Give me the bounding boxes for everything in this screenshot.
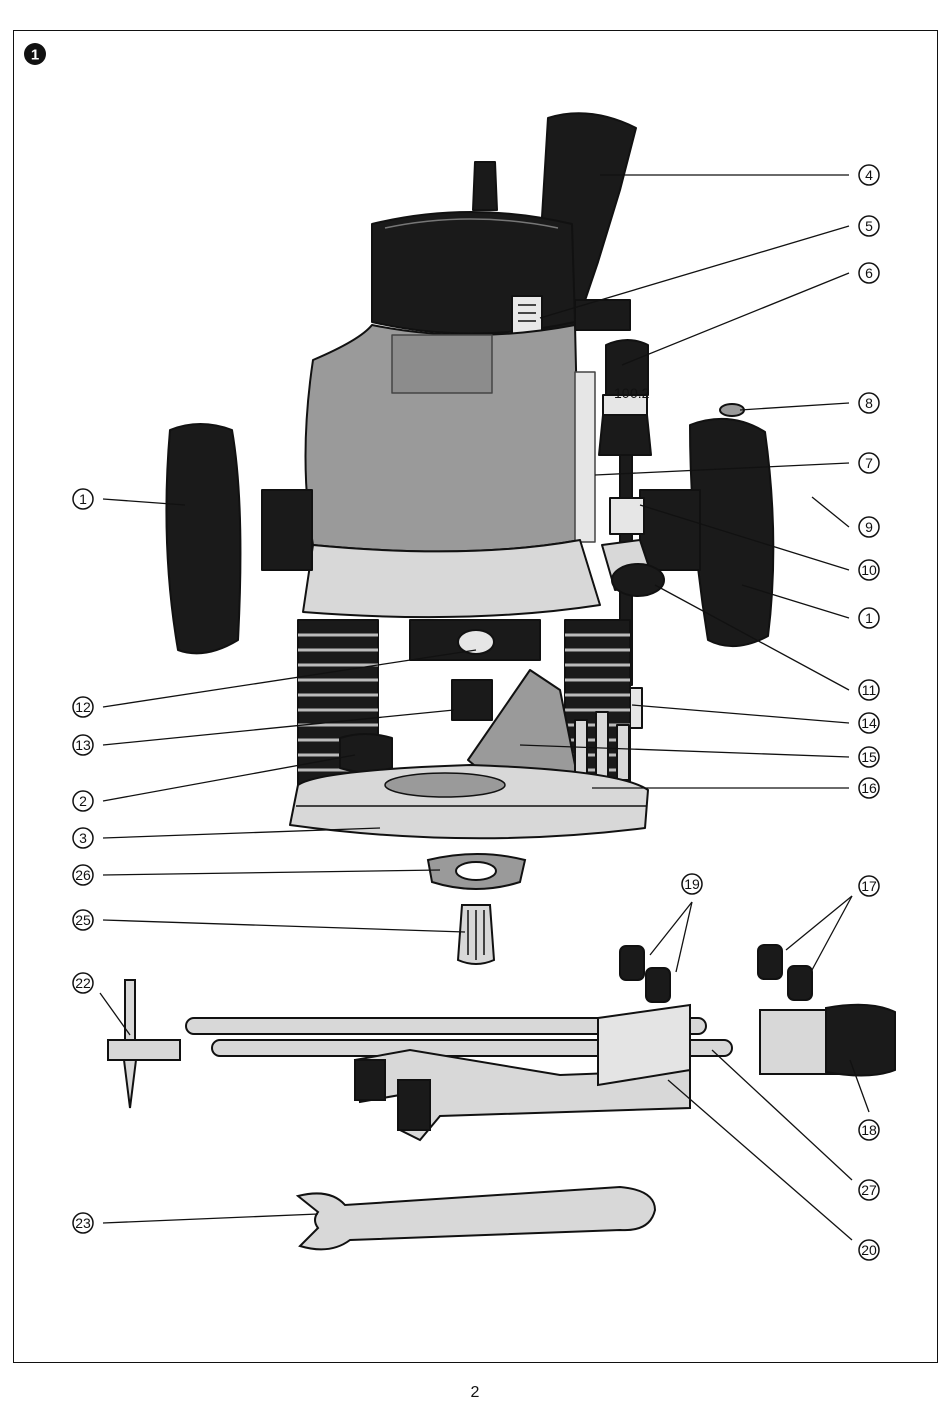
callout-number: 3 [79,830,87,846]
callout-c4: 4 [600,165,879,185]
spindle-cap [473,162,497,210]
callout-leader [812,896,852,970]
callout-number: 2 [79,793,87,809]
callout-number: 1 [865,610,873,626]
figure-number-badge: 1 [24,43,46,65]
callout-number: 20 [861,1242,877,1258]
callout-number: 8 [865,395,873,411]
callout-leader [786,896,852,950]
callout-number: 27 [861,1182,877,1198]
template-guide [428,854,525,889]
callout-leader [103,920,465,932]
callout-number: 17 [861,878,877,894]
open-end-wrench [298,1187,655,1249]
callout-number: 4 [865,167,873,183]
callout-number: 13 [75,737,91,753]
handle-right [690,419,773,646]
centering-tip [108,980,180,1108]
callout-number: 6 [865,265,873,281]
lower-housing-band [303,540,600,617]
callout-c14: 14 [632,705,879,733]
adjusting-wheel [760,1005,895,1076]
callout-number: 5 [865,218,873,234]
callout-leader [103,828,380,838]
callout-number: 16 [861,780,877,796]
wing-bolts [620,946,670,1002]
callout-number: 19 [684,876,700,892]
callout-number: 15 [861,749,877,765]
callout-number: 18 [861,1122,877,1138]
depth-adjust-knob [340,734,392,772]
callout-c13: 13 [73,710,454,755]
callout-number: 14 [861,715,877,731]
callout-c23: 23 [73,1213,318,1233]
callout-c26: 26 [73,865,440,885]
callout-number: 12 [75,699,91,715]
handle-left [166,424,240,653]
callout-leader [103,1214,318,1223]
callout-number: 25 [75,912,91,928]
depth-scale [575,372,595,542]
callout-number: 9 [865,519,873,535]
callout-number: 7 [865,455,873,471]
callout-c17: 17 [786,876,879,970]
collet [458,905,494,964]
page-number: 2 [0,1384,950,1402]
callout-leader [632,705,849,723]
callout-number: 1 [79,491,87,507]
callout-leader [103,650,476,707]
callout-number: 23 [75,1215,91,1231]
depth-scale-right: 0.2 [630,385,650,401]
motor-cap [372,212,575,334]
callout-number: 11 [862,682,877,698]
callout-leader [103,870,440,875]
callout-leader [812,497,849,527]
depth-scale-left: 10 [614,385,630,401]
callout-leader [740,403,849,410]
callout-c22: 22 [73,973,130,1035]
callout-number: 22 [75,975,91,991]
callout-c25: 25 [73,910,465,932]
callout-number: 10 [861,562,877,578]
callout-c6: 6 [622,263,879,365]
callout-leader [668,1080,852,1240]
collet-nut [452,680,492,720]
callout-c19: 19 [650,874,702,972]
fine-adjust-bolts [758,945,812,1000]
callout-c9: 9 [812,497,879,537]
callout-c8: 8 [740,393,879,413]
callout-leader [622,273,849,365]
figure-number: 1 [31,47,39,64]
callout-leader [103,710,454,745]
callout-number: 26 [75,867,91,883]
